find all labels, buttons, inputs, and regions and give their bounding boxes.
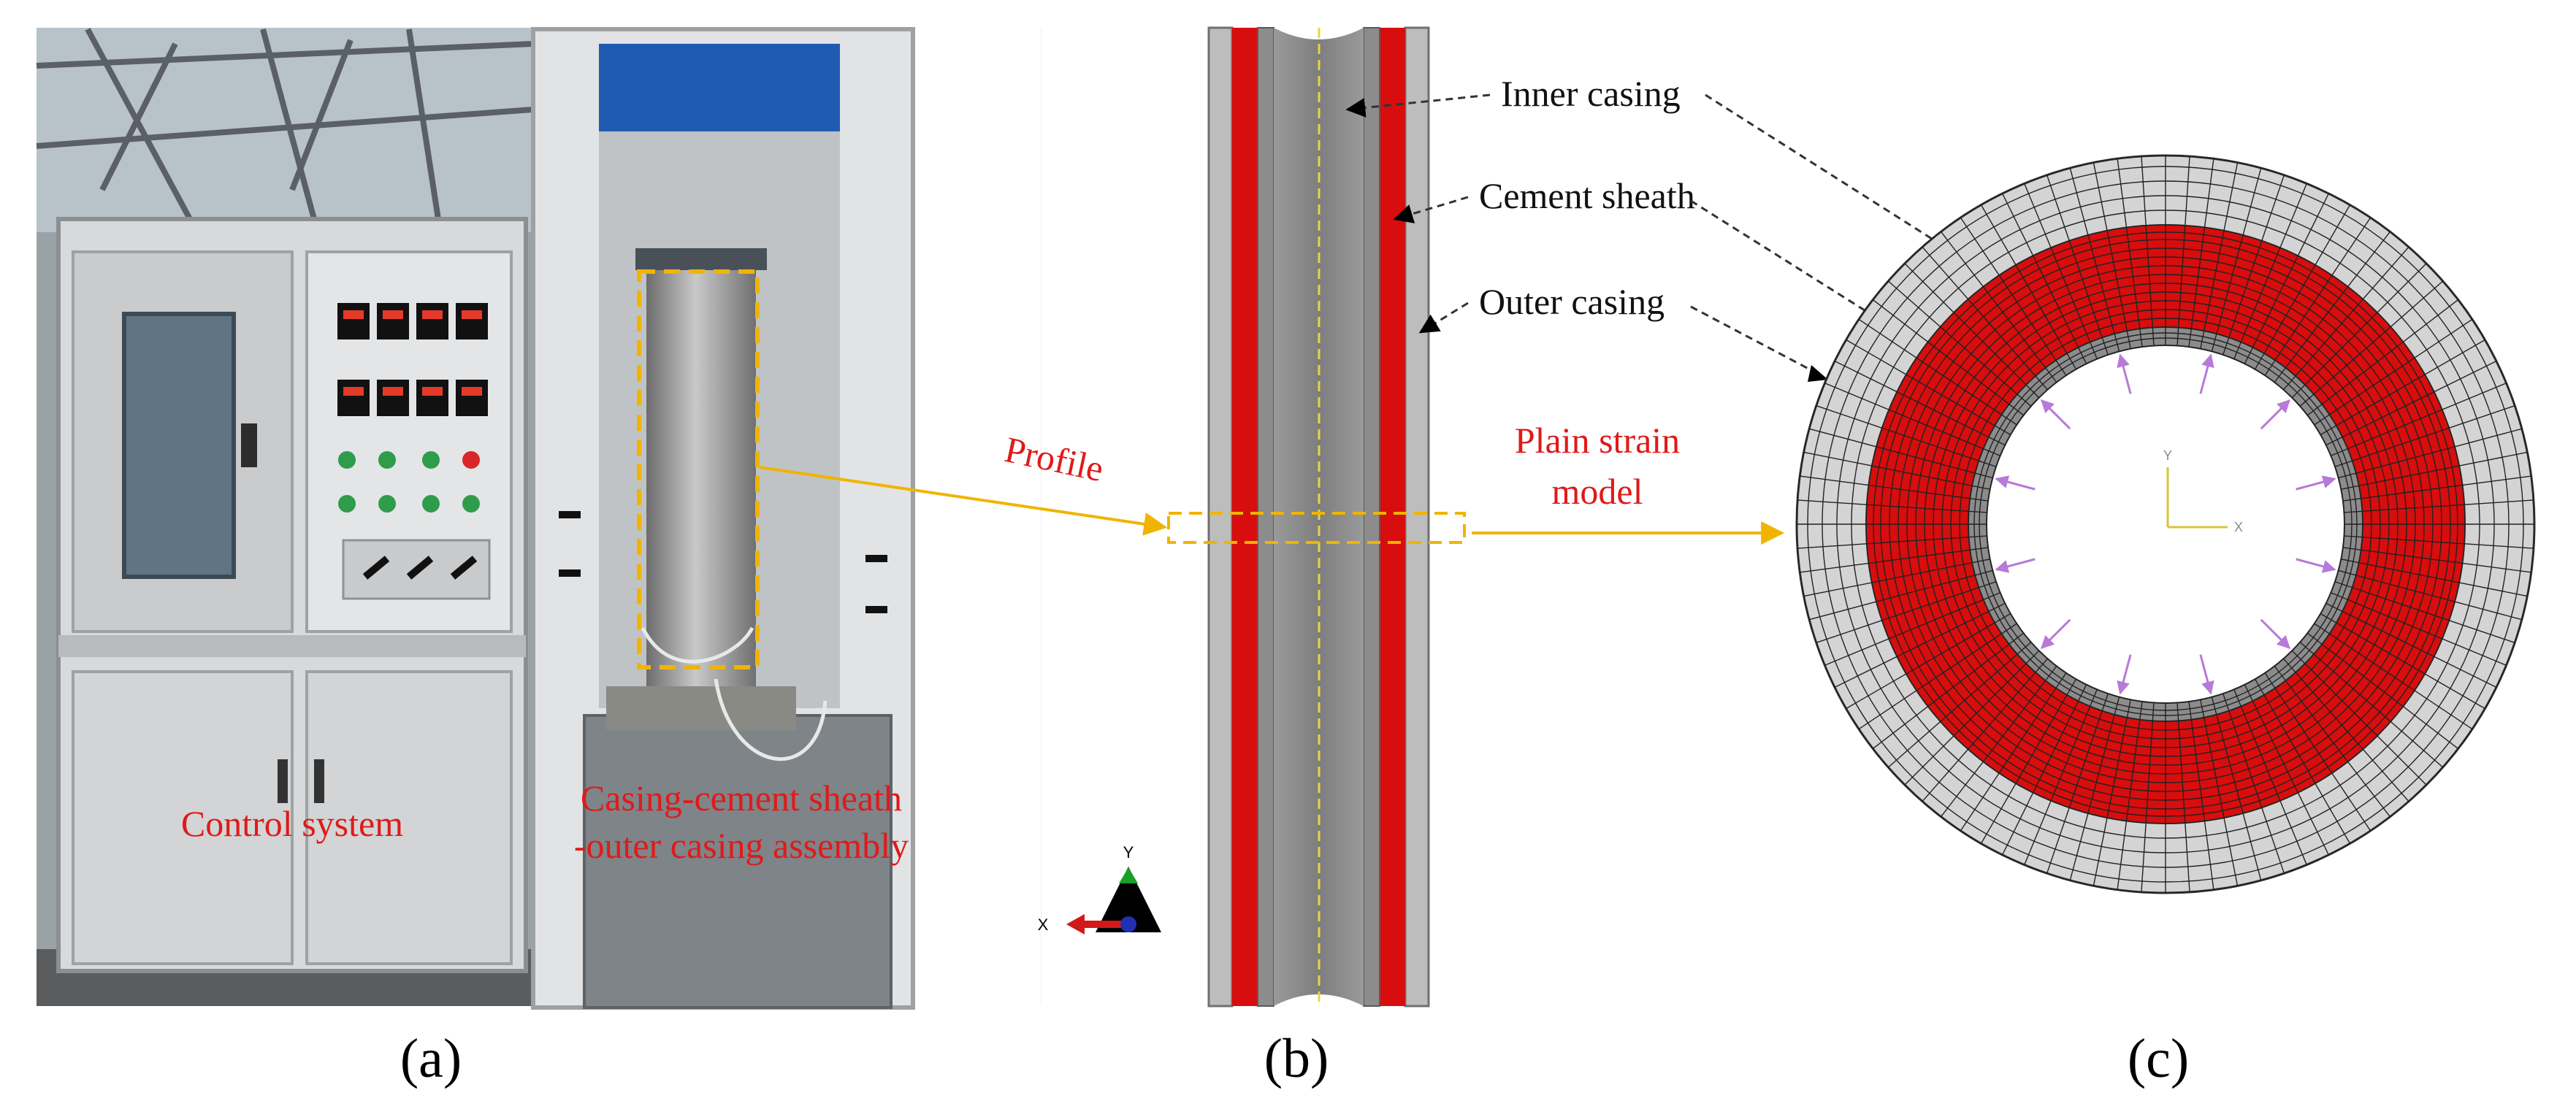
assembly-label-line2: -outer casing assembly — [574, 825, 909, 866]
profile-arrow — [759, 466, 1168, 536]
inner-casing-right — [1363, 27, 1380, 1007]
axis-x-label-c: X — [2234, 520, 2243, 534]
pressure-arrow — [2296, 558, 2336, 573]
panel-label-a: (a) — [400, 1028, 462, 1089]
pressure-arrow — [1995, 558, 2036, 573]
axis-y-label-b: Y — [1123, 843, 1134, 862]
pressure-arrow — [2296, 475, 2336, 491]
pressure-arrow — [1995, 475, 2036, 491]
outer-casing-right — [1404, 26, 1430, 1008]
cement-sheath-label: Cement sheath — [1479, 175, 1695, 216]
outer-casing-left — [1207, 26, 1234, 1008]
plain-strain-label-line2: model — [1552, 471, 1643, 512]
profile-label: Profile — [1001, 429, 1107, 489]
pressure-arrow — [2041, 399, 2071, 430]
axis-y-label-c: Y — [2163, 448, 2172, 463]
panel-b-section: Y X Inner casing Cement sheath Outer cas… — [759, 26, 2102, 1008]
cement-sheath-left — [1232, 28, 1258, 1006]
pressure-arrow — [2199, 654, 2214, 695]
assembly-label-line1: Casing-cement sheath — [581, 778, 902, 818]
temperature-controller-row-1 — [337, 303, 488, 339]
panel-label-b: (b) — [1264, 1028, 1329, 1089]
pressure-arrow — [2117, 353, 2132, 394]
inner-casing-left — [1257, 27, 1274, 1007]
pressure-arrow — [2117, 654, 2132, 695]
panel-c-mesh: Y X — [1795, 154, 2536, 894]
pressure-arrow — [2260, 618, 2290, 649]
specimen-highlight-box — [637, 269, 760, 669]
mesh-lines — [1796, 155, 2535, 894]
internal-pressure-arrows — [1995, 353, 2336, 695]
control-cabinet — [56, 217, 528, 973]
axis-x-label-b: X — [1038, 916, 1049, 934]
pressure-arrow — [2041, 618, 2071, 649]
plain-strain-label-line1: Plain strain — [1515, 420, 1680, 461]
ceiling-truss — [36, 28, 534, 220]
temperature-controller-row-2 — [337, 380, 488, 416]
control-system-label: Control system — [181, 803, 403, 844]
outer-casing-label: Outer casing — [1479, 281, 1665, 322]
bore — [1986, 345, 2345, 704]
panel-a-photo: Control system Casing-cement sheath -out… — [36, 27, 915, 1010]
inner-casing-label: Inner casing — [1501, 73, 1681, 114]
indicator-lights — [338, 451, 480, 513]
coordinate-triad-c: Y X — [2163, 448, 2243, 534]
pressure-arrow — [2260, 399, 2290, 430]
coordinate-triad-b: Y X — [1038, 843, 1161, 935]
cement-sheath-right — [1380, 28, 1405, 1006]
profile-slice-box — [1167, 512, 1466, 544]
casing-cylinder — [646, 263, 756, 686]
panel-label-c: (c) — [2128, 1028, 2189, 1089]
pressure-arrow — [2199, 353, 2214, 394]
